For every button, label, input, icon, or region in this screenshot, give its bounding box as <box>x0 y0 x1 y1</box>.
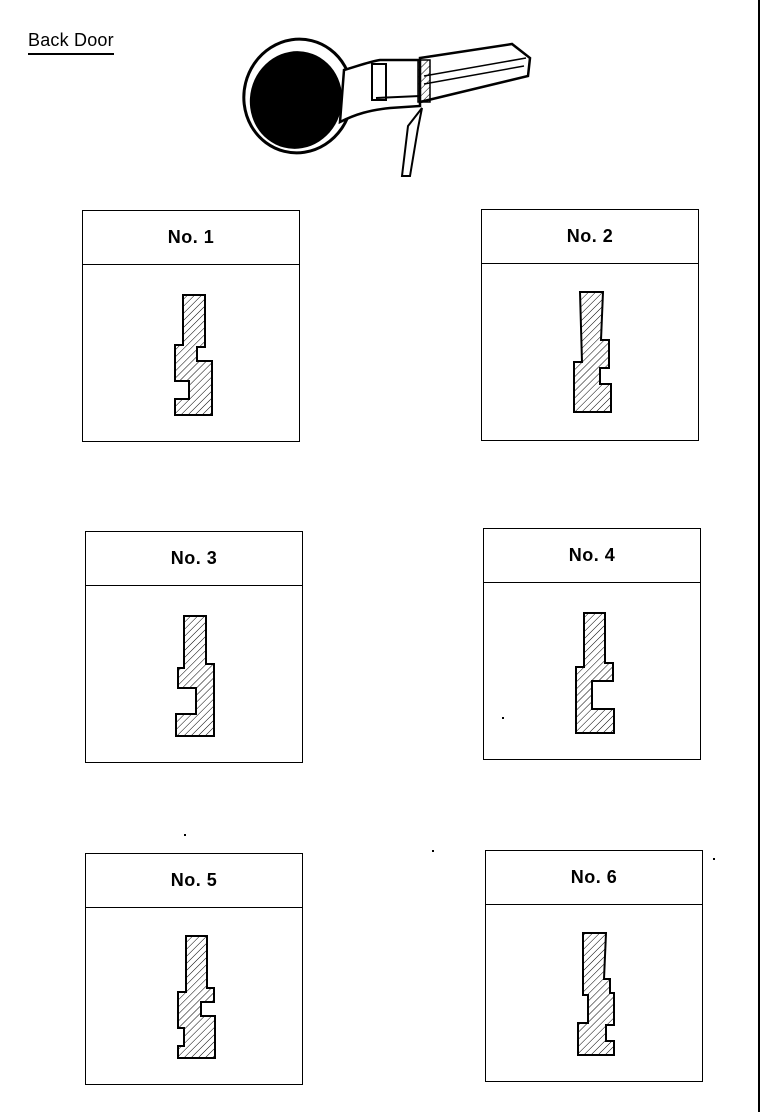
cut-panel-1: No. 1 <box>82 210 300 442</box>
cut-panel-3: No. 3 <box>85 531 303 763</box>
speck <box>184 834 186 836</box>
cut-panel-4: No. 4 <box>483 528 701 760</box>
key-blade <box>418 42 532 104</box>
page-title: Back Door <box>28 30 114 55</box>
page-border-right <box>758 0 760 1112</box>
speck <box>502 717 504 719</box>
key-profile-shape <box>175 615 215 737</box>
key-profile-shape <box>575 612 615 734</box>
cut-panel-5: No. 5 <box>85 853 303 1085</box>
arrow-icon <box>400 107 423 177</box>
cut-label: No. 2 <box>482 210 698 264</box>
key-cut-section <box>417 59 431 103</box>
speck <box>432 850 434 852</box>
key-profile-shape <box>573 291 612 413</box>
cut-label: No. 1 <box>83 211 299 265</box>
key-profile-shape <box>177 935 216 1059</box>
key-profile-shape <box>577 932 615 1056</box>
cut-label: No. 4 <box>484 529 700 583</box>
key-illustration <box>242 37 532 177</box>
key-profile-shape <box>174 294 213 416</box>
cut-label: No. 3 <box>86 532 302 586</box>
cut-label: No. 5 <box>86 854 302 908</box>
cut-label: No. 6 <box>486 851 702 905</box>
cut-panel-2: No. 2 <box>481 209 699 441</box>
speck <box>713 858 715 860</box>
cut-panel-6: No. 6 <box>485 850 703 1082</box>
key-head-grip <box>249 51 343 149</box>
